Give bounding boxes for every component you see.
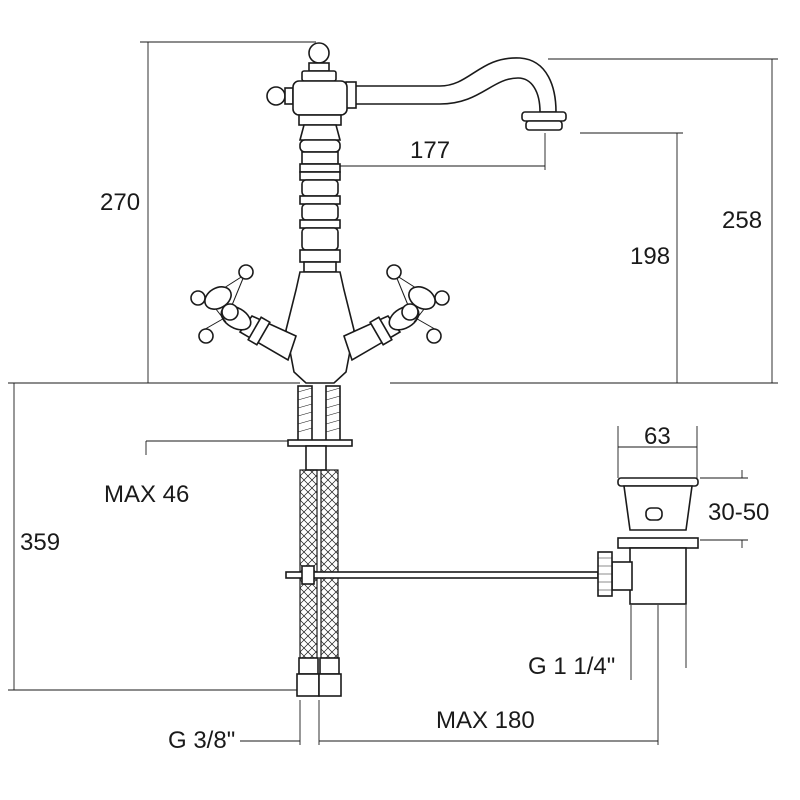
dimension-30-50: 30-50 <box>708 499 769 526</box>
extension-lines <box>8 41 778 745</box>
dimension-max-180: MAX 180 <box>436 707 535 734</box>
dimension-270: 270 <box>100 189 140 216</box>
faucet-column <box>285 80 355 384</box>
dimension-max-46: MAX 46 <box>104 481 189 508</box>
faucet-spout <box>345 57 567 131</box>
thread-g-3-8: G 3/8" <box>168 727 235 754</box>
dimension-198: 198 <box>630 243 670 270</box>
dimension-177: 177 <box>410 137 450 164</box>
waste-fitting <box>597 477 699 605</box>
dimension-359: 359 <box>20 529 60 556</box>
under-deck-assembly <box>287 385 353 697</box>
top-finial <box>266 42 337 106</box>
left-cross-handle <box>190 264 297 362</box>
dimension-63: 63 <box>644 423 671 450</box>
dimension-labels: 177 270 258 198 MAX 46 359 63 30-50 G 1 … <box>20 137 769 754</box>
dimension-258: 258 <box>722 207 762 234</box>
right-cross-handle <box>343 264 450 362</box>
thread-g-1-1-4: G 1 1/4" <box>528 653 615 680</box>
